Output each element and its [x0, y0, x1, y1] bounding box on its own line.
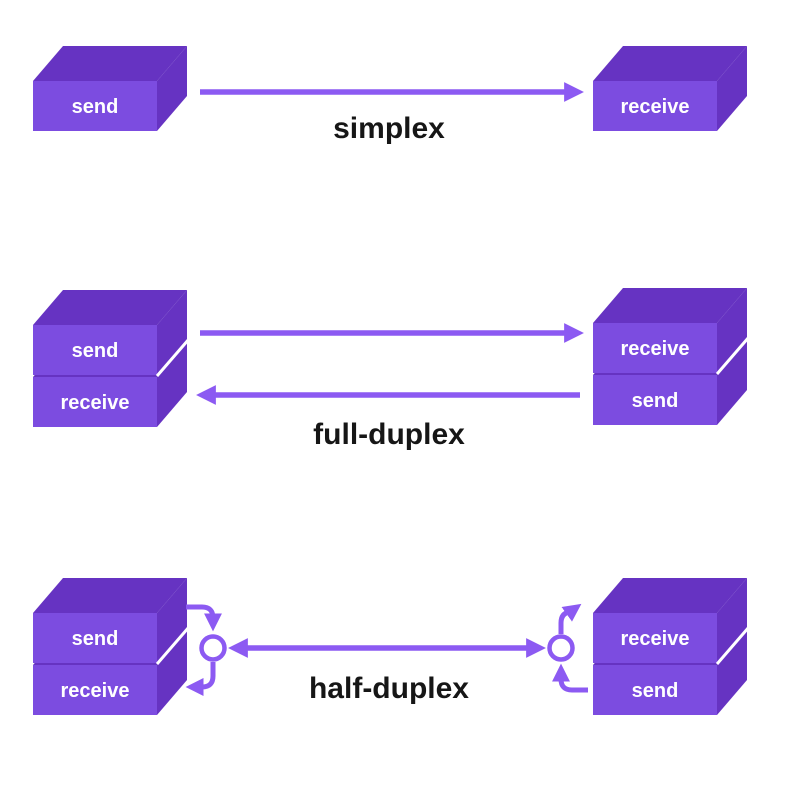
half-duplex-section: receive send send — [33, 578, 751, 715]
full-duplex-label: full-duplex — [313, 418, 465, 451]
right-junction-to-receive-connector — [558, 603, 582, 634]
box-label: receive — [621, 338, 690, 360]
box-right-face — [157, 290, 187, 375]
box-top-face — [33, 290, 187, 325]
box-front-face — [593, 323, 717, 373]
box-label: send — [72, 340, 119, 362]
box-front-face — [33, 613, 157, 663]
box-right-face — [717, 288, 747, 373]
box-right-face — [157, 46, 187, 131]
simplex-section: send receive simplex — [33, 46, 747, 145]
box-label: receive — [61, 392, 130, 414]
box-label: send — [632, 680, 679, 702]
send-box: send — [33, 290, 187, 375]
half-duplex-label: half-duplex — [309, 672, 469, 705]
box-front-face — [33, 665, 157, 715]
simplex-receiver-box: receive — [593, 46, 747, 131]
simplex-sender-box: send — [33, 46, 187, 131]
box-right-face — [157, 342, 187, 427]
box-front-face — [593, 81, 717, 131]
box-front-face — [593, 375, 717, 425]
full-duplex-right-stack: send receive — [593, 288, 751, 425]
box-top-face — [593, 288, 747, 323]
right-channel-junction-circle — [547, 634, 575, 662]
box-right-face — [157, 578, 187, 663]
box-label: send — [72, 96, 119, 118]
send-box: send — [33, 578, 187, 663]
box-front-face — [33, 325, 157, 375]
right-send-to-junction-connector — [552, 663, 588, 693]
box-right-face — [717, 46, 747, 131]
half-duplex-left-stack: receive send — [33, 578, 191, 715]
box-front-face — [593, 665, 717, 715]
box-label: receive — [621, 96, 690, 118]
simplex-label: simplex — [333, 112, 445, 145]
box-label: receive — [61, 680, 130, 702]
full-duplex-section: receive send send r — [33, 288, 751, 451]
box-top-face — [33, 46, 187, 81]
full-duplex-left-stack: receive send — [33, 290, 191, 427]
stack-separator — [155, 626, 191, 665]
stack-separator — [715, 626, 751, 665]
stack-separator — [715, 336, 751, 375]
box-right-face — [717, 578, 747, 663]
box-top-face — [593, 578, 747, 613]
box-front-face — [33, 81, 157, 131]
half-duplex-right-stack: send receive — [593, 578, 751, 715]
box-right-face — [717, 340, 747, 425]
receive-box: receive — [593, 288, 747, 373]
box-right-face — [157, 630, 187, 715]
stack-separator — [155, 338, 191, 377]
box-label: send — [72, 628, 119, 650]
left-channel-junction-circle — [199, 634, 227, 662]
box-label: send — [632, 390, 679, 412]
box-top-face — [593, 46, 747, 81]
left-send-to-junction-connector — [186, 604, 222, 632]
box-top-face — [33, 578, 187, 613]
box-label: receive — [621, 628, 690, 650]
receive-box: receive — [593, 578, 747, 663]
left-junction-to-receive-connector — [185, 662, 216, 696]
box-front-face — [33, 377, 157, 427]
box-right-face — [717, 630, 747, 715]
box-front-face — [593, 613, 717, 663]
